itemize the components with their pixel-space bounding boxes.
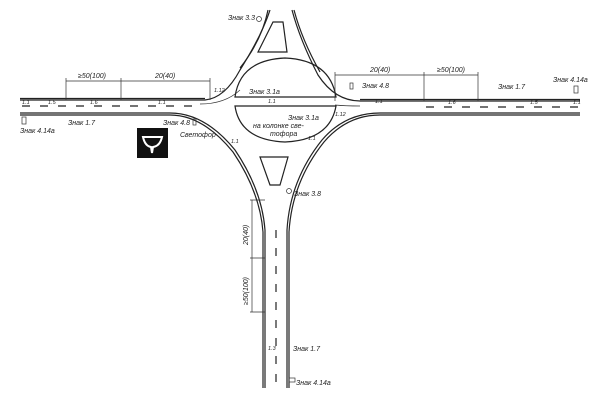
dim-right-near: 20(40) — [369, 67, 390, 74]
sign-1-7-left-label: Знак 1.7 — [68, 120, 96, 127]
dim-right-far: ≥50(100) — [437, 67, 465, 74]
sign-4-8-right-label: Знак 4.8 — [362, 83, 389, 90]
sign-3-3-icon — [256, 16, 262, 22]
sign-4-8-icon — [192, 118, 197, 126]
sign-3-1a-pole-label: Знак 3.1а — [288, 115, 319, 122]
sign-3-1a-label: Знак 3.1а — [249, 89, 280, 96]
marking-1-12: 1.12 — [214, 88, 225, 94]
left-approach-road — [20, 9, 271, 388]
sign-4-8-icon — [349, 82, 354, 90]
marking-1-1: 1.1 — [158, 100, 166, 106]
marking-1-12: 1.12 — [335, 112, 346, 118]
marking-1-1: 1.1 — [375, 99, 383, 105]
bottom-triangle-island — [259, 156, 289, 186]
marking-1-5: 1.5 — [530, 100, 539, 106]
sign-4-14a-bottom-label: Знак 4.14а — [296, 380, 331, 387]
central-island-top — [234, 57, 337, 98]
dim-bottom-far: ≥50(100) — [243, 277, 250, 305]
roundabout-sign-icon — [137, 128, 168, 158]
right-approach-road — [286, 9, 580, 388]
sign-1-7-right-label: Знак 1.7 — [498, 84, 526, 91]
sign-3-1a-note: на колонке све- — [253, 123, 304, 130]
bottom-dimensions: 20(40) ≥50(100) — [243, 199, 265, 313]
marking-1-1: 1.1 — [268, 99, 276, 105]
top-road-edge — [293, 9, 321, 73]
dim-left-near: 20(40) — [154, 73, 175, 80]
marking-1-3: 1.3 — [268, 346, 277, 352]
sign-3-1a-note: тофора — [270, 131, 297, 138]
dim-bottom-near: 20(40) — [243, 225, 250, 246]
marking-1-6: 1.6 — [448, 100, 457, 106]
sign-1-7-bottom-label: Знак 1.7 — [293, 346, 321, 353]
sign-4-14a-icon — [288, 377, 296, 383]
sign-3-3-label: Знак 3.3 — [228, 15, 255, 22]
top-triangle-island — [257, 21, 288, 53]
marking-1-1: 1.1 — [231, 139, 239, 145]
traffic-light-label: Светофор — [180, 132, 216, 139]
marking-1-5: 1.5 — [48, 100, 57, 106]
marking-1-6: 1.6 — [90, 100, 99, 106]
sign-4-8-left-label: Знак 4.8 — [163, 120, 190, 127]
sign-3-8-label: Знак 3.8 — [294, 191, 321, 198]
marking-1-1: 1.1 — [308, 136, 316, 142]
marking-1-1: 1.1 — [573, 100, 581, 106]
dim-left-far: ≥50(100) — [78, 73, 106, 80]
sign-4-14a-icon — [21, 116, 27, 125]
sign-4-14a-left-label: Знак 4.14а — [20, 128, 55, 135]
left-dimensions: ≥50(100) 20(40) — [65, 73, 211, 100]
sign-4-14a-right-label: Знак 4.14а — [553, 77, 588, 84]
sign-3-8-icon — [286, 188, 292, 194]
marking-1-1: 1.1 — [22, 100, 30, 106]
sign-4-14a-icon — [573, 85, 579, 94]
top-road-edge — [239, 9, 269, 69]
right-dimensions: 20(40) ≥50(100) — [334, 67, 479, 101]
central-island-bottom — [234, 105, 337, 143]
